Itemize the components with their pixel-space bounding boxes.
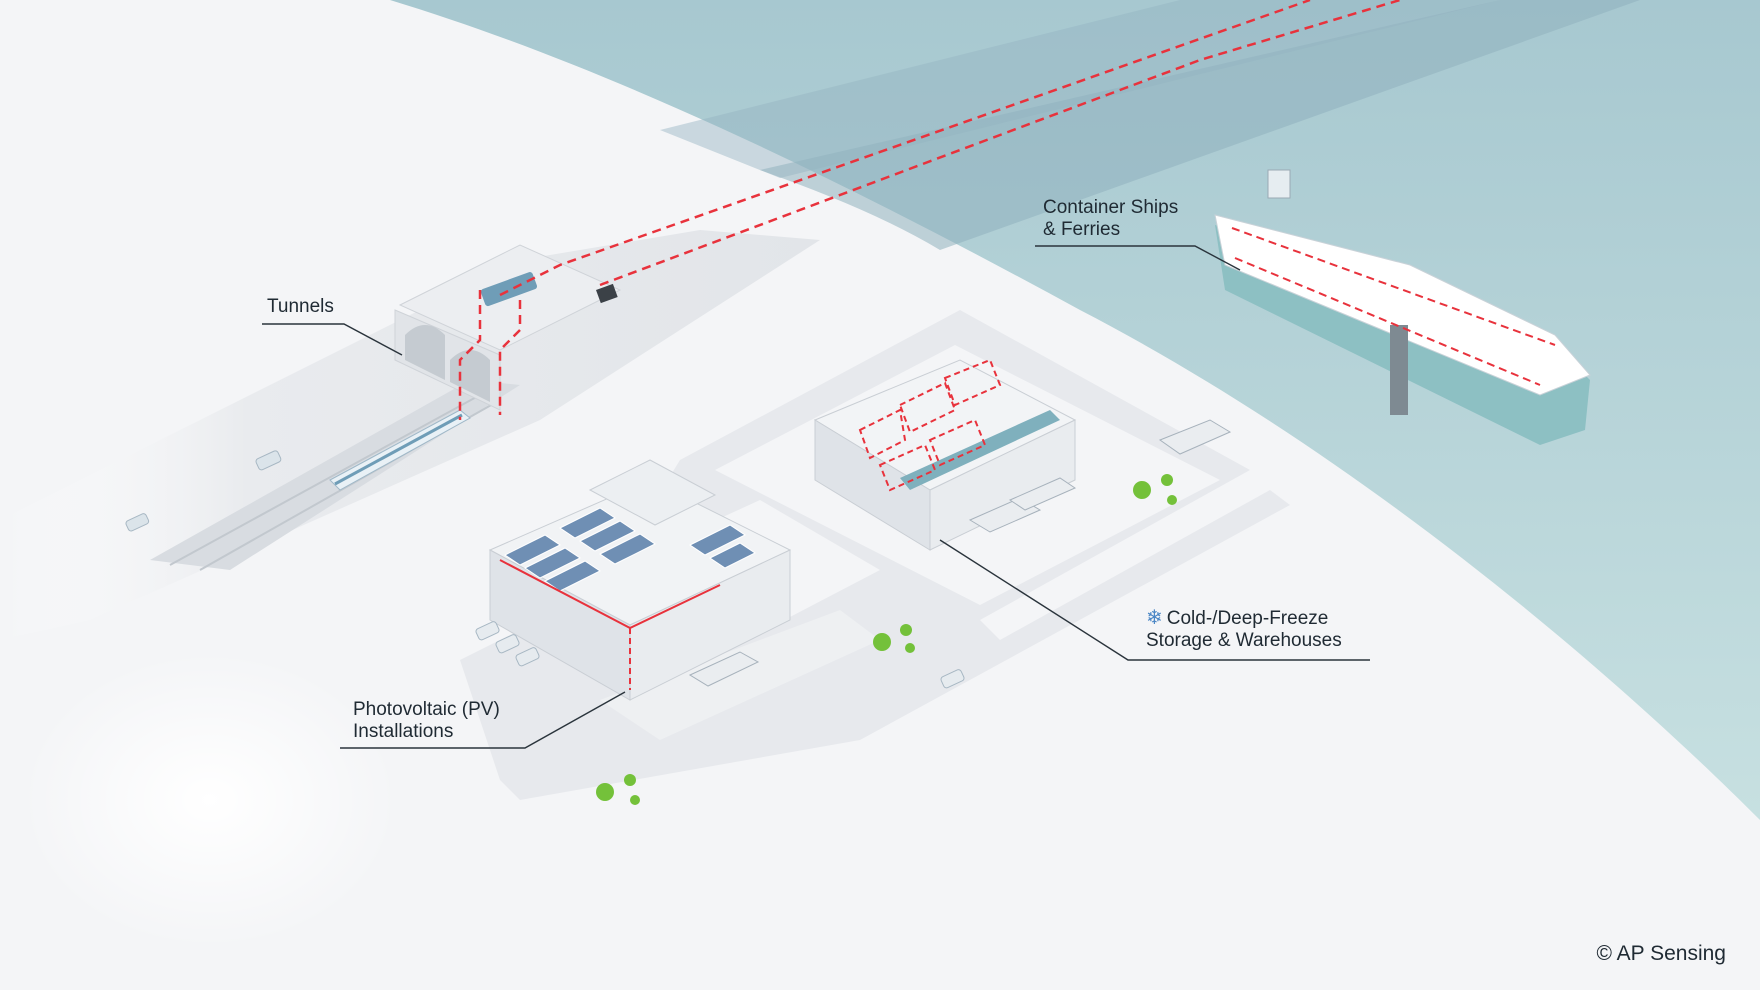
label-cold-line2: Storage & Warehouses	[1146, 630, 1342, 651]
label-cold-storage: ❄Cold-/Deep-Freeze Storage & Warehouses	[1146, 607, 1342, 652]
leader-pv	[340, 691, 626, 749]
tunnel-arch-1	[405, 325, 445, 380]
ship	[1214, 169, 1591, 445]
snowflake-icon: ❄	[1146, 607, 1163, 629]
label-tunnels-text: Tunnels	[267, 296, 334, 317]
label-ships-line2: & Ferries	[1043, 219, 1121, 240]
pv-cable	[499, 559, 721, 690]
solar-panels	[504, 507, 756, 592]
pv-building-side	[629, 549, 791, 701]
label-pv-installations: Photovoltaic (PV) Installations	[353, 699, 500, 743]
sea	[390, 0, 1760, 820]
leader-cold	[939, 539, 1370, 661]
label-ships-line1: Container Ships	[1043, 197, 1179, 218]
sea-shadow-band	[760, 0, 1640, 250]
label-tunnels: Tunnels	[267, 296, 334, 318]
leader-ships	[1035, 245, 1241, 271]
label-pv-line2: Installations	[353, 721, 454, 742]
sea-deep-band	[660, 0, 1500, 178]
warehouse-cable	[858, 358, 1002, 492]
copyright-notice: © AP Sensing	[1596, 942, 1726, 965]
warehouse-side	[929, 419, 1076, 551]
trucks	[688, 419, 1232, 687]
label-container-ships: Container Ships & Ferries	[1043, 197, 1178, 241]
land-glow	[20, 650, 400, 950]
label-pv-line1: Photovoltaic (PV)	[353, 699, 500, 720]
label-cold-line1: Cold-/Deep-Freeze	[1166, 608, 1329, 629]
leader-tunnels	[262, 323, 403, 356]
sensing-cables	[458, 0, 1401, 420]
leader-lines	[262, 245, 1370, 749]
trees	[596, 474, 1177, 805]
